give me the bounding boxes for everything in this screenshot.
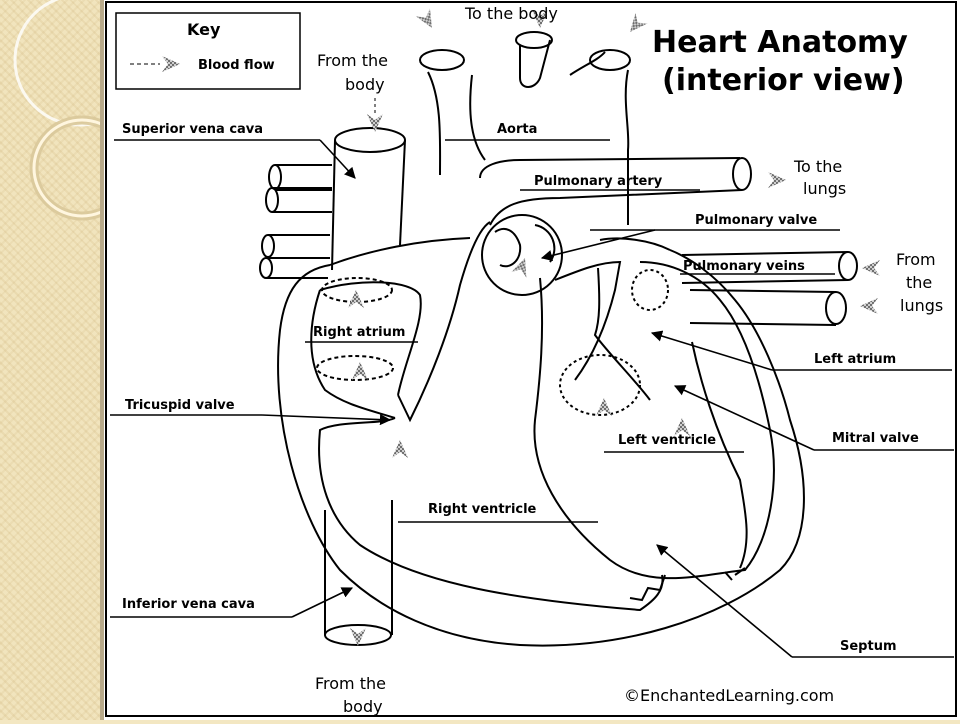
divider	[100, 0, 104, 720]
diagram-frame	[105, 1, 957, 717]
flow-from-body-bottom-1: From the	[315, 674, 386, 693]
flow-from-body-top-2: body	[345, 75, 385, 94]
right-atrium-wall	[310, 289, 396, 419]
pulmonary-valve-ring	[481, 214, 563, 296]
label-septum: Septum	[840, 639, 897, 654]
aorta-branch-opening	[515, 31, 553, 49]
label-aorta: Aorta	[497, 122, 537, 137]
septum-left	[397, 221, 491, 423]
superior-vena-cava-opening	[334, 127, 406, 153]
label-left-atrium: Left atrium	[814, 352, 896, 367]
right-ventricle-wall	[318, 417, 664, 612]
label-left-ventricle: Left ventricle	[618, 433, 716, 448]
flow-to-lungs-1: To the	[793, 157, 842, 176]
label-right-atrium: Right atrium	[313, 325, 405, 340]
flow-to-lungs-2: lungs	[803, 179, 846, 198]
aorta-middle-branch	[519, 39, 551, 88]
key-entry: Blood flow	[198, 58, 275, 73]
key-box: Key Blood flow	[115, 12, 301, 90]
label-tricuspid-valve: Tricuspid valve	[125, 398, 235, 413]
label-pulmonary-artery: Pulmonary artery	[534, 174, 663, 189]
heart-diagram: Key Blood flow Heart Anatomy (interior v…	[105, 1, 957, 717]
credit-text: ©EnchantedLearning.com	[624, 686, 834, 705]
blood-flow-arrows	[348, 8, 880, 646]
flow-to-body: To the body	[464, 4, 558, 23]
label-pulmonary-valve: Pulmonary valve	[695, 213, 817, 228]
diagram-title-line1: Heart Anatomy	[652, 25, 908, 60]
decorative-sidebar	[0, 0, 147, 720]
inferior-vena-cava	[324, 500, 393, 635]
flow-from-body-bottom-2: body	[343, 697, 383, 716]
label-pulmonary-veins: Pulmonary veins	[683, 259, 805, 274]
pulmonary-artery-top	[479, 157, 741, 179]
aorta-inner-wall	[469, 74, 486, 161]
pulmonary-artery-bottom	[489, 189, 743, 226]
heart-outer-wall	[277, 249, 805, 647]
flow-from-body-top-1: From the	[317, 51, 388, 70]
heart-outline	[259, 31, 858, 647]
aorta-right-wall	[624, 69, 630, 225]
decorative-rings	[13, 0, 147, 221]
left-wall-inner	[691, 341, 748, 569]
left-ventricle-wall	[533, 261, 775, 580]
diagram-title-line2: (interior view)	[662, 63, 905, 98]
label-inferior-vena-cava: Inferior vena cava	[122, 597, 255, 612]
key-heading: Key	[187, 20, 221, 39]
flow-from-lungs-1: From	[896, 250, 936, 269]
diagram-canvas: Key Blood flow Heart Anatomy (interior v…	[104, 0, 960, 720]
flow-from-lungs-2: the	[906, 273, 932, 292]
flow-from-lungs-3: lungs	[900, 296, 943, 315]
label-superior-vena-cava: Superior vena cava	[122, 122, 263, 137]
right-ventricle-edge	[629, 574, 666, 602]
label-lines	[110, 139, 954, 658]
label-mitral-valve: Mitral valve	[832, 431, 919, 446]
label-right-ventricle: Right ventricle	[428, 502, 537, 517]
aorta-left-wall	[427, 71, 442, 176]
